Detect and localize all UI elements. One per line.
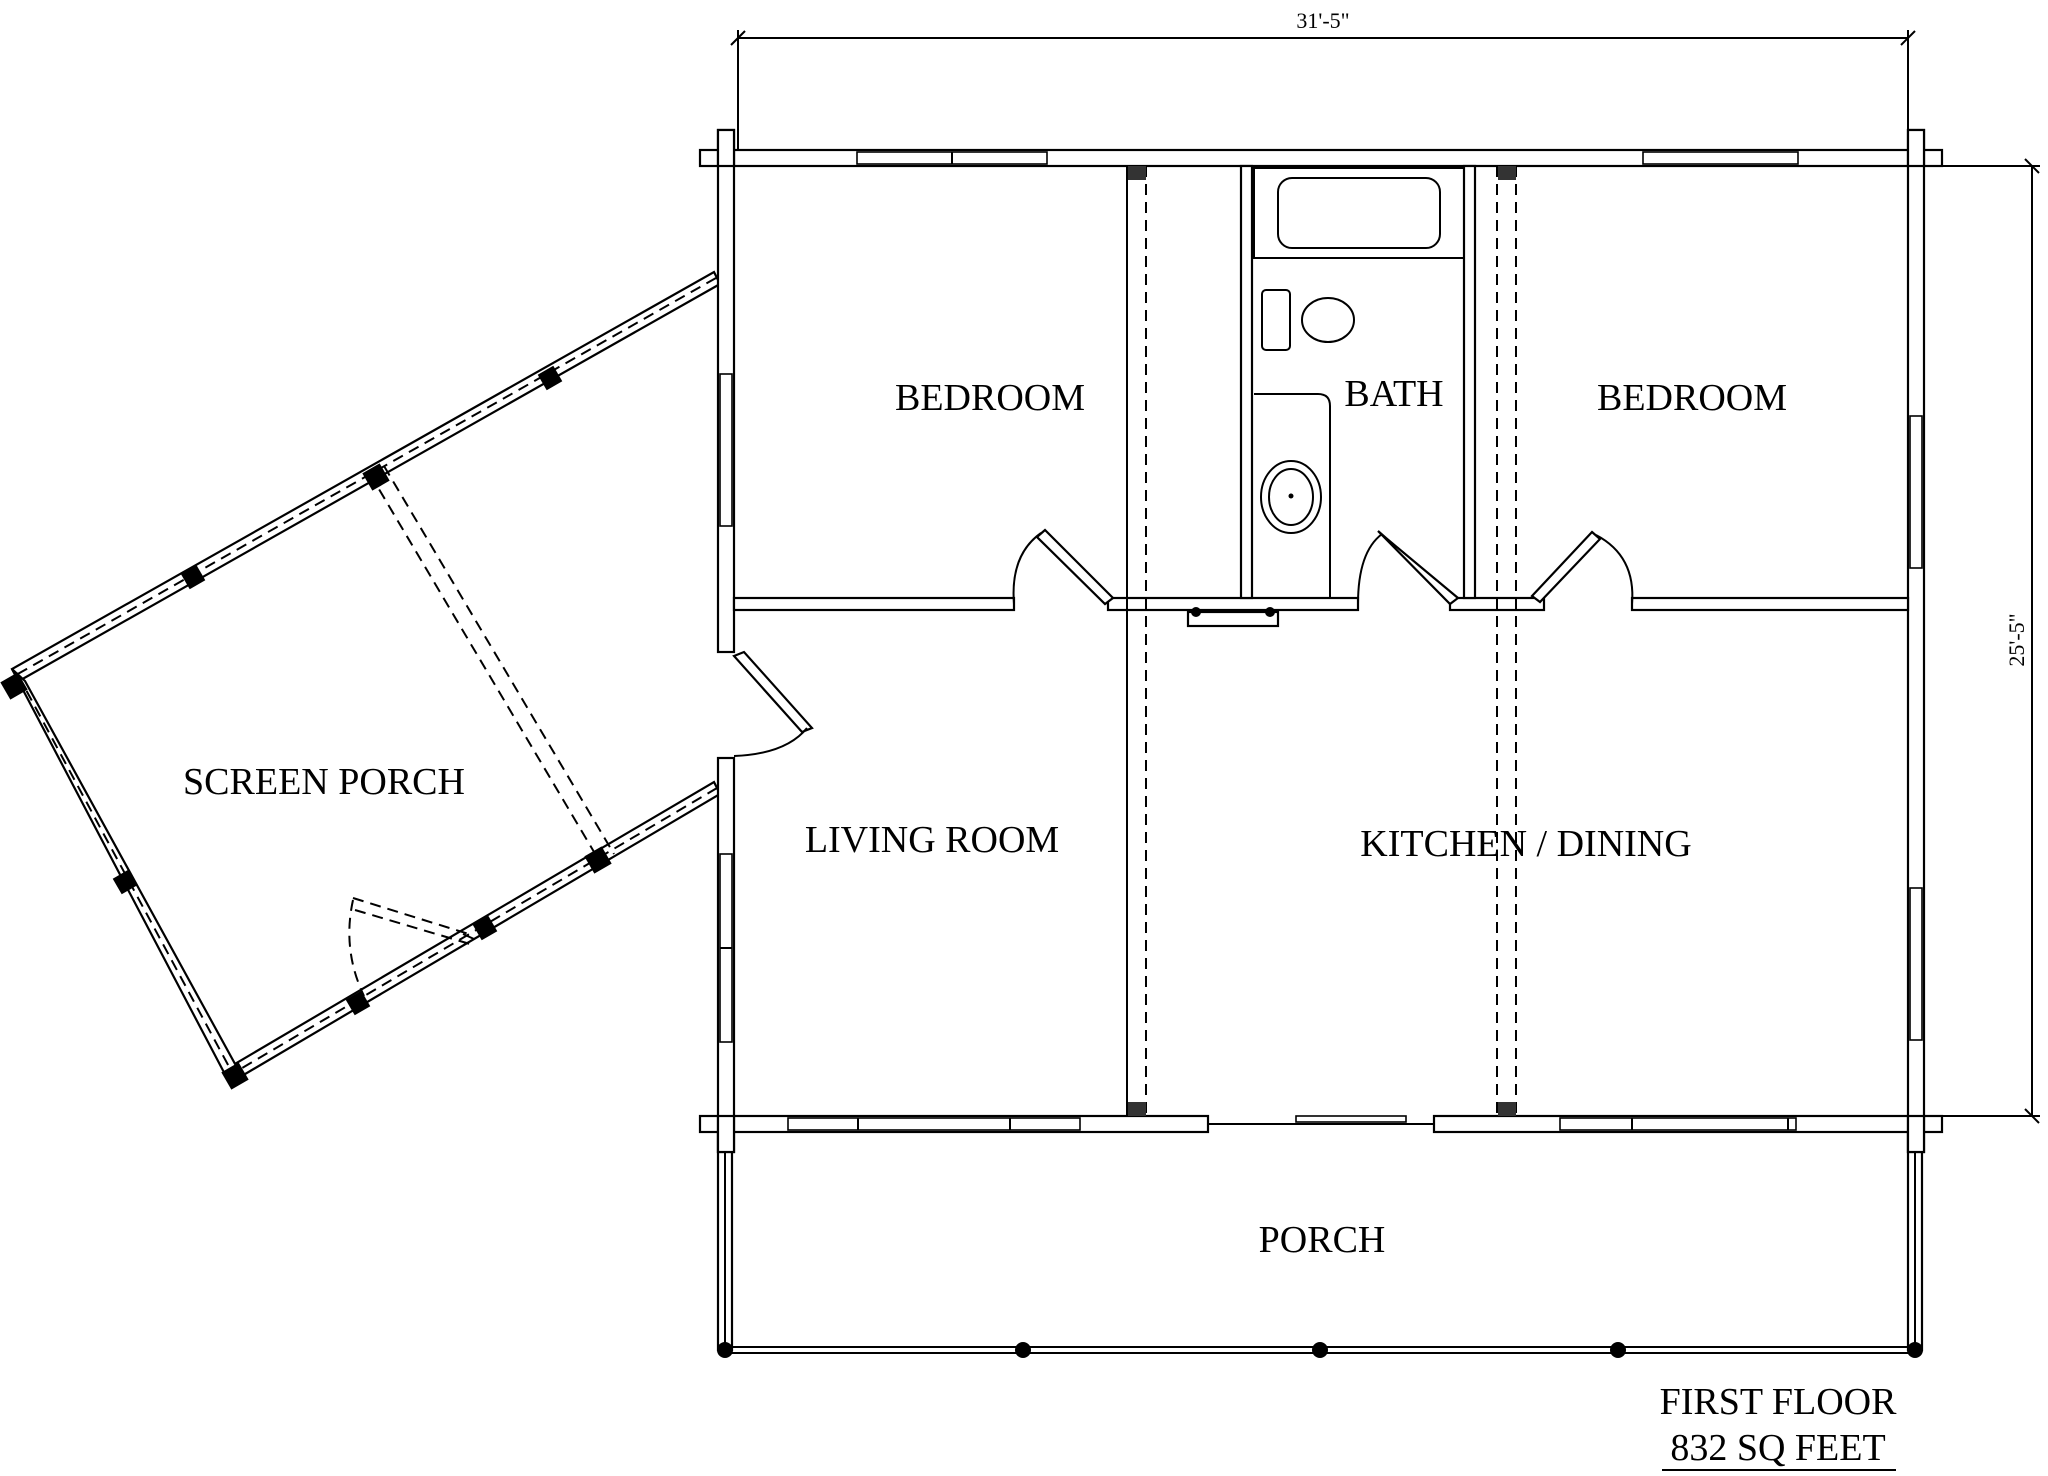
dimension-depth-label: 25'-5": [2004, 613, 2029, 666]
room-label-bath: BATH: [1344, 373, 1443, 415]
room-label-kitchen-dining: KITCHEN / DINING: [1360, 823, 1691, 865]
bath-fixtures: [1253, 167, 1465, 598]
dimension-top: 31'-5": [730, 8, 1916, 150]
room-label-bedroom-right: BEDROOM: [1597, 377, 1787, 419]
floor-area: 832 SQ FEET: [1670, 1427, 1885, 1469]
room-label-screen-porch: SCREEN PORCH: [183, 761, 465, 803]
interior-walls: [732, 164, 1910, 628]
dimension-width-label: 31'-5": [1296, 8, 1349, 33]
plan-footer: FIRST FLOOR 832 SQ FEET: [1660, 1381, 1898, 1471]
room-label-porch: PORCH: [1259, 1219, 1386, 1261]
room-label-living-room: LIVING ROOM: [805, 819, 1059, 861]
beams: [1126, 166, 1517, 1116]
exterior-walls: [698, 128, 1944, 1154]
front-porch: PORCH: [716, 1124, 1924, 1358]
room-label-bedroom-left: BEDROOM: [895, 377, 1085, 419]
screen-porch: SCREEN PORCH: [0, 270, 722, 1090]
dimension-right: 25'-5": [1940, 158, 2040, 1124]
floor-title: FIRST FLOOR: [1660, 1381, 1898, 1423]
